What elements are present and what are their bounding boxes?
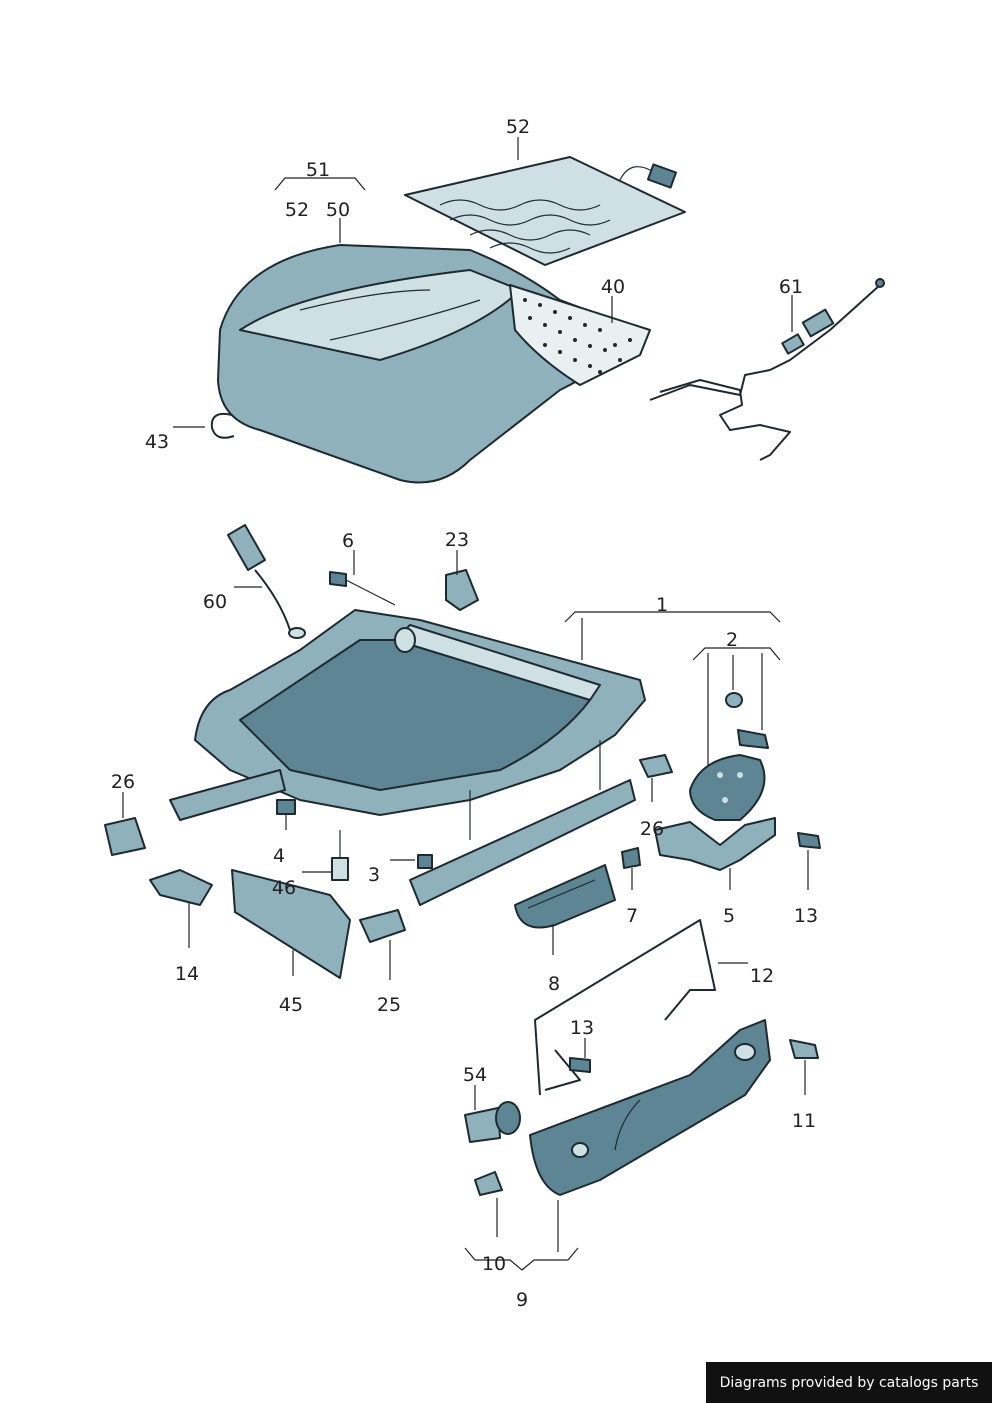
callout-labels: 52 51 52 50 40 61 43 6 23 60 1 2 26 4 46… <box>111 116 818 1311</box>
credit-text: Diagrams provided by catalogs parts <box>719 1374 979 1391</box>
callout-label: 25 <box>377 994 401 1016</box>
callout-label: 13 <box>570 1017 594 1039</box>
knob-54 <box>464 1101 521 1143</box>
credit-banner: Diagrams provided by catalogs parts <box>706 1362 992 1403</box>
callout-label: 51 <box>306 159 330 181</box>
lever-bracket-5 <box>654 817 821 871</box>
small-parts-26-7 <box>621 754 673 869</box>
callout-label: 3 <box>368 864 380 886</box>
callout-label: 23 <box>445 529 469 551</box>
wiring-harness <box>649 278 885 461</box>
callout-label: 61 <box>779 276 803 298</box>
clip-part <box>210 412 235 439</box>
callout-label: 7 <box>626 905 638 927</box>
callout-label: 4 <box>273 845 285 867</box>
belt-buckle <box>227 524 306 639</box>
leader-lines <box>122 137 809 1271</box>
callout-label: 10 <box>482 1253 506 1275</box>
clip-11 <box>789 1039 819 1059</box>
callout-label: 12 <box>750 965 774 987</box>
callout-label: 60 <box>203 591 227 613</box>
adjuster-bracket <box>689 692 769 821</box>
callout-label: 13 <box>794 905 818 927</box>
seat-frame <box>169 609 646 906</box>
bolt-part <box>329 571 396 606</box>
callout-label: 52 <box>285 199 309 221</box>
callout-label: 2 <box>726 629 738 651</box>
callout-label: 46 <box>272 877 296 899</box>
side-trim-9 <box>529 1019 771 1196</box>
callout-label: 14 <box>175 963 199 985</box>
callout-label: 1 <box>656 594 668 616</box>
trim-cover-8 <box>514 864 616 929</box>
clip-10 <box>474 1171 503 1196</box>
heating-mat <box>404 156 686 266</box>
callout-label: 43 <box>145 431 169 453</box>
wire-frame-12 <box>534 919 716 1096</box>
callout-label: 40 <box>601 276 625 298</box>
bolt-13 <box>569 1057 591 1073</box>
callout-label: 8 <box>548 973 560 995</box>
bracket-part <box>445 569 479 611</box>
seat-cushion <box>217 244 651 484</box>
callout-label: 26 <box>640 818 664 840</box>
callout-label: 6 <box>342 530 354 552</box>
callout-label: 52 <box>506 116 530 138</box>
callout-label: 11 <box>792 1110 816 1132</box>
callout-label: 45 <box>279 994 303 1016</box>
callout-label: 9 <box>516 1289 528 1311</box>
left-small-parts <box>104 799 433 979</box>
callout-label: 26 <box>111 771 135 793</box>
callout-label: 50 <box>326 199 350 221</box>
callout-label: 54 <box>463 1064 487 1086</box>
callout-label: 5 <box>723 905 735 927</box>
